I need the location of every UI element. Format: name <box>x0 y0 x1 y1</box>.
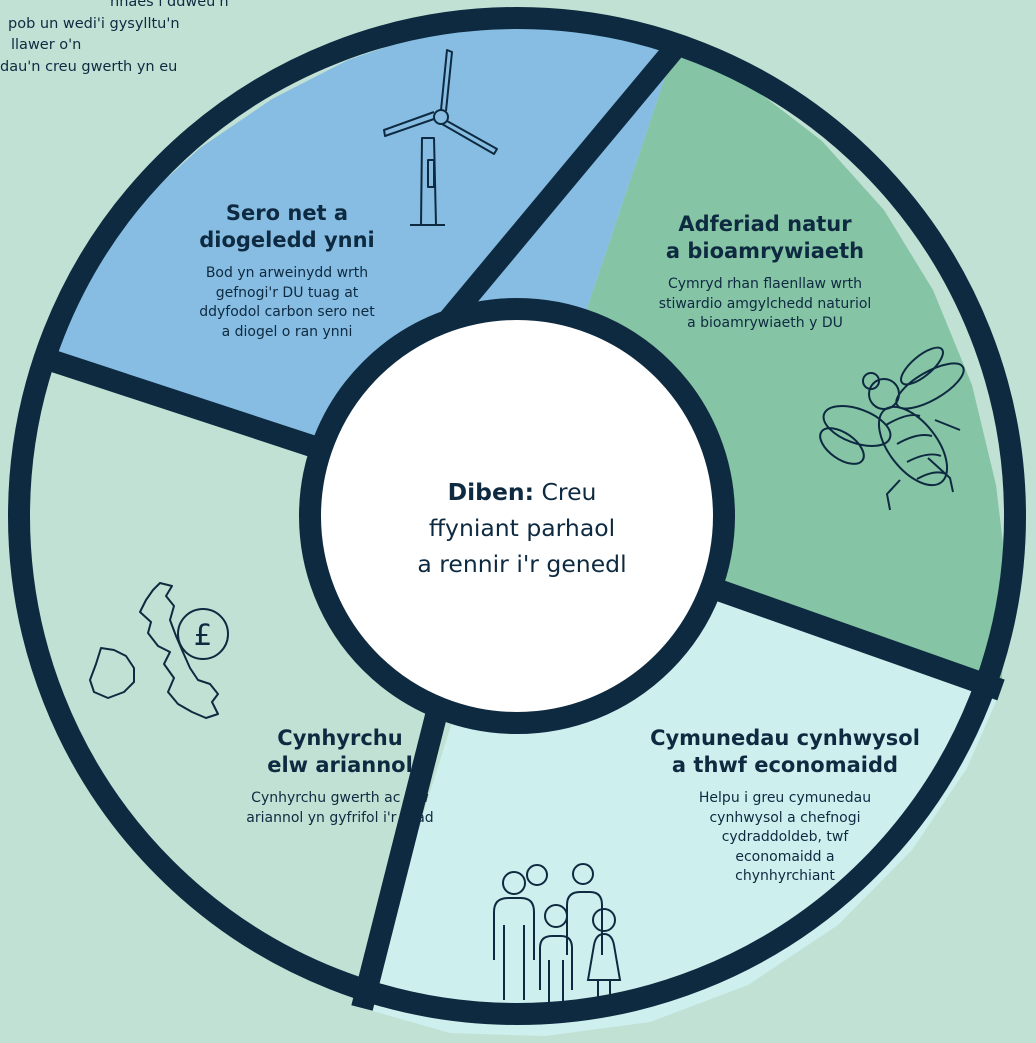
financial-desc-line: Cynhyrchu gwerth ac elw <box>251 790 429 806</box>
financial-title-line1: Cynhyrchu <box>277 726 403 750</box>
label-nature: Adferiad natur a bioamrywiaeth Cymryd rh… <box>630 211 900 334</box>
net-zero-desc-line: gefnogi'r DU tuag at <box>215 284 359 301</box>
net-zero-title-line2: diogeledd ynni <box>199 228 375 252</box>
net-zero-desc-line: a diogel o ran ynni <box>221 323 353 340</box>
communities-desc-line: cydraddoldeb, twf <box>721 829 849 845</box>
intro-text: nnaes i ddweu'n pob un wedi'i gysylltu'n… <box>0 0 280 78</box>
uk-map-pound-icon: £ <box>89 582 229 719</box>
communities-desc-line: cynhwysol a chefnogi <box>709 809 861 826</box>
nature-desc-line: stiwardio amgylchedd naturiol <box>658 295 872 312</box>
intro-line: llawer o'n <box>11 37 82 53</box>
communities-desc-line: Helpu i greu cymunedau <box>698 790 872 806</box>
wind-turbine-icon <box>383 49 498 226</box>
center-purpose: Diben: Creu ffyniant parhaol a rennir i'… <box>394 474 650 582</box>
net-zero-title-line1: Sero net a <box>225 201 349 225</box>
nature-desc-line: Cymryd rhan flaenllaw wrth <box>667 276 863 292</box>
nature-title-line1: Adferiad natur <box>678 212 852 236</box>
center-circle <box>299 298 735 734</box>
center-prefix: Diben: <box>447 478 535 506</box>
nature-title-line2: a bioamrywiaeth <box>665 239 865 263</box>
label-communities: Cymunedau cynhwysol a thwf economaidd He… <box>640 725 930 887</box>
net-zero-desc-line: ddyfodol carbon sero net <box>199 304 375 320</box>
communities-title-line2: a thwf economaidd <box>671 753 899 777</box>
financial-desc-line: ariannol yn gyfrifol i'r wlad <box>246 809 434 826</box>
intro-line: pob un wedi'i gysylltu'n <box>8 15 180 32</box>
svg-text:£: £ <box>194 618 212 652</box>
center-line3: a rennir i'r genedl <box>417 550 627 578</box>
center-line1: Creu <box>541 478 597 506</box>
intro-line: dau'n creu gwerth yn eu <box>0 58 178 75</box>
communities-desc-line: economaidd a <box>735 848 835 865</box>
divider-lines <box>43 40 1005 1011</box>
bee-icon <box>819 346 965 511</box>
communities-desc-line: chynhyrchiant <box>735 868 835 884</box>
nature-desc-line: a bioamrywiaeth y DU <box>687 315 843 331</box>
center-line2: ffyniant parhaol <box>428 514 616 542</box>
label-net-zero: Sero net a diogeledd ynni Bod yn arweiny… <box>152 200 422 342</box>
outer-ring <box>8 7 1026 1025</box>
financial-title-line2: elw ariannol <box>267 753 413 777</box>
people-group-icon <box>493 863 622 1012</box>
label-financial: Cynhyrchu elw ariannol Cynhyrchu gwerth … <box>200 725 480 828</box>
intro-line: nnaes i ddweu'n <box>110 0 229 10</box>
net-zero-desc-line: Bod yn arweinydd wrth <box>205 265 369 281</box>
communities-title-line1: Cymunedau cynhwysol <box>650 726 920 750</box>
